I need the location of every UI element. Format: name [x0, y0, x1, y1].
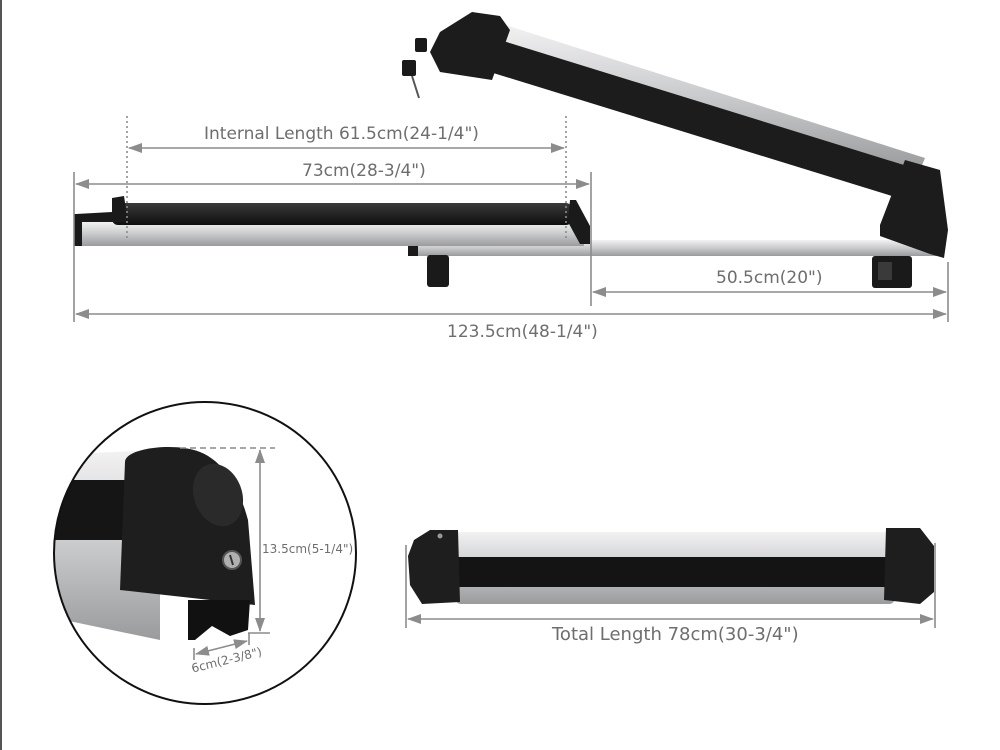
dimension-lines-top: [73, 116, 949, 322]
height-label: 13.5cm(5-1/4"): [262, 542, 354, 556]
open-total-label: 123.5cm(48-1/4"): [447, 322, 598, 342]
total-length-label: Total Length 78cm(30-3/4"): [552, 624, 799, 645]
open-extension-label: 50.5cm(20"): [716, 268, 823, 288]
open-rack-illustration: [74, 12, 948, 288]
image-left-border: [0, 0, 2, 750]
internal-length-label: Internal Length 61.5cm(24-1/4"): [204, 124, 479, 144]
closed-length-label: 73cm(28-3/4"): [302, 161, 426, 181]
closed-rack-illustration: [405, 528, 936, 628]
end-cap-detail-circle: [53, 401, 357, 705]
